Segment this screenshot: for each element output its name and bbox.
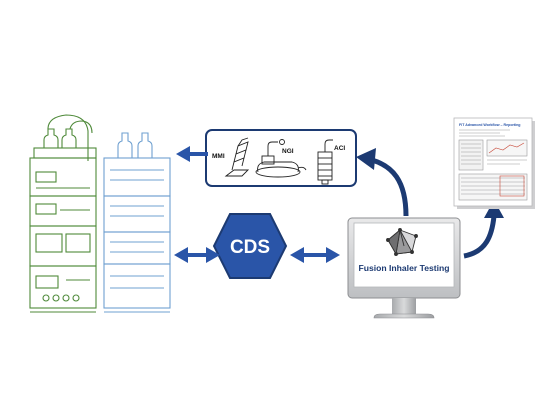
report-title: FIT Advanced Workflow – Reporting [459,123,521,127]
monitor-app-label: Fusion Inhaler Testing [358,263,449,273]
report-content-lines [458,129,528,201]
cds-node: CDS [212,213,288,279]
arrow-impactor-to-hplc [176,146,208,162]
mmi-impactor-icon [224,137,250,177]
mmi-label: MMI [212,153,225,160]
aci-impactor-icon [317,139,333,185]
hplc-blue-stack-icon [103,132,171,313]
hplc-green-stack-icon [29,114,97,313]
fusion-logo-icon [386,228,418,256]
arrow-cds-monitor [290,247,340,263]
aci-label: ACI [334,145,345,152]
ngi-label: NGI [282,148,294,155]
cds-label: CDS [230,237,270,258]
arrow-monitor-to-impactor [356,148,409,217]
impactor-panel: MMI NGI ACI [205,129,357,187]
report-document: FIT Advanced Workflow – Reporting [453,117,535,209]
monitor: Fusion Inhaler Testing [347,217,461,319]
ngi-impactor-icon [255,139,307,178]
arrow-hplc-cds [174,247,220,263]
